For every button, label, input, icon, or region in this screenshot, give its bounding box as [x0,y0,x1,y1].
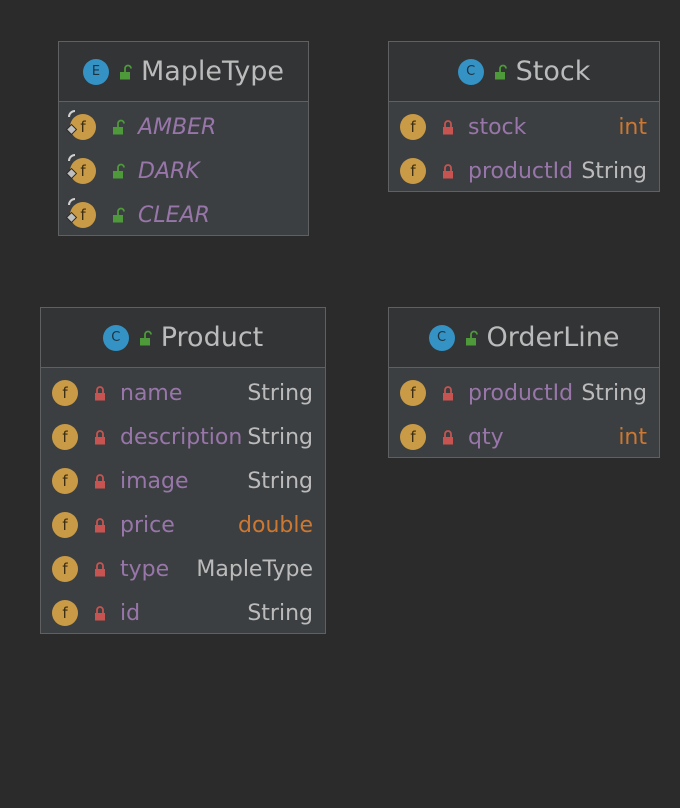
locked-icon [94,605,106,621]
class-header: C Product [41,308,325,368]
field-type: String [581,158,647,184]
field-icon: f [52,380,78,406]
class-icon: C [428,324,455,351]
field-type: int [618,424,647,450]
field-name: name [120,380,183,406]
static-pin-icon [65,109,80,136]
field-icon: f [400,158,426,184]
locked-icon [442,163,454,179]
field-row[interactable]: f name String [41,371,325,415]
field-type: String [247,600,313,626]
unlocked-icon [465,330,478,346]
unlocked-icon [494,64,507,80]
field-row[interactable]: f id String [41,591,325,635]
class-name: Stock [515,56,591,87]
field-name: DARK [138,158,200,184]
class-box-stock[interactable]: C Stock f stock int f productId String [388,41,660,192]
field-type: int [618,114,647,140]
static-pin-icon [65,197,80,224]
locked-icon [94,517,106,533]
class-header: C Stock [389,42,659,102]
field-name: productId [468,380,574,406]
locked-icon [94,473,106,489]
field-name: stock [468,114,527,140]
field-type: MapleType [196,556,313,582]
class-box-orderline[interactable]: C OrderLine f productId String f qty int [388,307,660,458]
field-name: image [120,468,189,494]
locked-icon [94,385,106,401]
field-type: String [581,380,647,406]
field-icon: f [52,556,78,582]
locked-icon [442,119,454,135]
class-name: MapleType [140,56,285,87]
static-pin-icon [65,153,80,180]
unlocked-icon [112,119,125,135]
field-row[interactable]: f productId String [389,371,659,415]
field-name: AMBER [138,114,217,140]
field-icon: f [52,600,78,626]
field-row[interactable]: f stock int [389,105,659,149]
locked-icon [94,429,106,445]
class-header: C OrderLine [389,308,659,368]
field-type: double [238,512,313,538]
locked-icon [442,385,454,401]
field-icon: f [400,380,426,406]
field-name: qty [468,424,504,450]
field-row[interactable]: f productId String [389,149,659,193]
enum-icon: E [82,58,109,85]
field-row[interactable]: f price double [41,503,325,547]
field-type: String [247,468,313,494]
class-name: Product [160,322,264,353]
field-row[interactable]: f qty int [389,415,659,459]
field-icon: f [52,424,78,450]
field-name: description [120,424,243,450]
class-header: E MapleType [59,42,308,102]
unlocked-icon [112,163,125,179]
field-type: String [247,424,313,450]
unlocked-icon [139,330,152,346]
field-row[interactable]: f type MapleType [41,547,325,591]
field-type: String [247,380,313,406]
class-icon: C [102,324,129,351]
field-name: price [120,512,175,538]
locked-icon [442,429,454,445]
field-name: type [120,556,170,582]
field-icon: f [400,424,426,450]
field-icon: f [400,114,426,140]
unlocked-icon [112,207,125,223]
class-name: OrderLine [486,322,620,353]
field-row[interactable]: f image String [41,459,325,503]
locked-icon [94,561,106,577]
field-name: CLEAR [138,202,210,228]
field-name: id [120,600,141,626]
field-name: productId [468,158,574,184]
class-icon: C [457,58,484,85]
field-icon: f [52,512,78,538]
unlocked-icon [119,64,132,80]
field-icon: f [52,468,78,494]
